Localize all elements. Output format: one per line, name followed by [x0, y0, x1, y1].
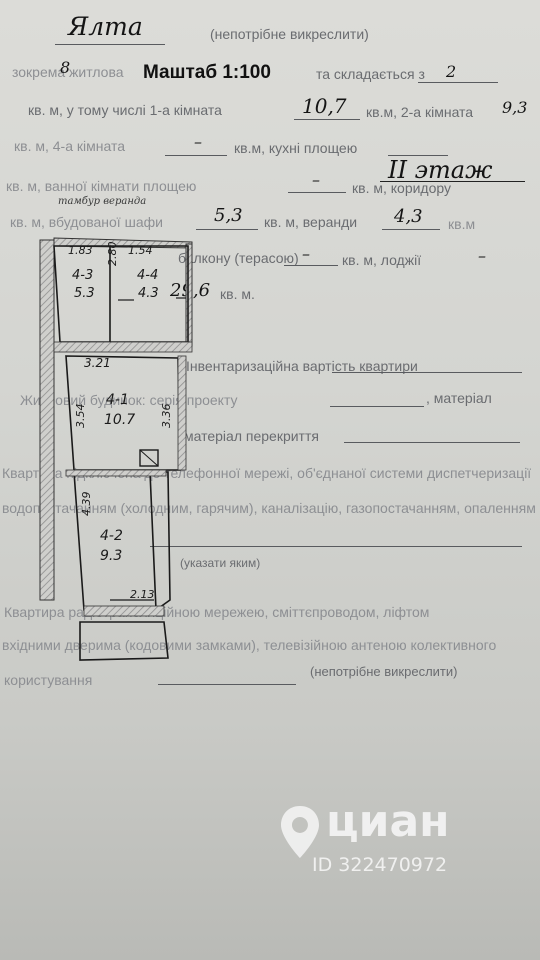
city-handwritten: Ялта [68, 12, 143, 41]
room-4-2-depth: 4.39 [80, 491, 93, 517]
line3-end: 9,3 [502, 98, 528, 117]
room-4-1-width: 3.21 [84, 356, 111, 370]
balcony-outline [79, 621, 169, 661]
outer-wall [39, 239, 55, 601]
line15-text: (указати яким) [180, 556, 261, 570]
line6-prefix: кв. м, вбудованої шафи [10, 214, 163, 230]
room-4-2-width-bottom: 2.13 [130, 588, 155, 601]
line14-text: водопостачанням (холодним, гарячим), кан… [2, 500, 536, 516]
line3-mid: кв.м, 2-а кімната [366, 104, 474, 120]
room-4-1-area: 10.7 [104, 412, 136, 428]
line7-mid: кв. м, лоджії [342, 252, 422, 268]
scale-title: Маштаб 1:100 [143, 62, 271, 83]
dash-mark: – [194, 132, 202, 151]
consists-text: та складається з [316, 66, 425, 82]
line8-unit: кв. м. [220, 286, 255, 302]
line12-text: матеріал перекриття [184, 428, 319, 444]
dash-mark: – [312, 170, 320, 189]
stove-box [139, 449, 159, 467]
room-4-1-id: 4-1 [106, 392, 129, 408]
cian-watermark: циан ID 322470972 [272, 796, 512, 896]
line4-mid: кв.м, кухні площею [234, 140, 358, 156]
room-4-4-area: 4.3 [138, 286, 159, 301]
clause-text: (непотрібне викреслити) [210, 26, 369, 42]
room1-area-handwritten: 10,7 [302, 94, 347, 118]
line5-mid: кв. м, коридору [352, 180, 452, 196]
line5-prefix: кв. м, ванної кімнати площею [6, 178, 197, 194]
line6-mid: кв. м, веранди [264, 214, 358, 230]
line18-end: (непотрібне викреслити) [310, 664, 458, 679]
rooms-count: 2 [446, 62, 457, 81]
room-4-2-area: 9.3 [100, 548, 123, 564]
room-4-1-depth-right: 3.36 [160, 403, 173, 429]
room-4-4-id: 4-4 [137, 268, 159, 283]
line5-note: тамбур веранда [58, 196, 147, 207]
room-4-3-depth: 2.80 [106, 241, 119, 267]
watermark-id: ID 322470972 [312, 854, 448, 876]
line6-end: кв.м [448, 216, 476, 232]
line17-text: вхідними дверима (кодовими замками), тел… [2, 637, 497, 653]
line6-value: 5,3 [214, 205, 243, 226]
line2-value: 8 [60, 58, 71, 77]
dash-mark: – [478, 246, 486, 265]
floor-handwritten: II этаж [388, 156, 493, 184]
location-pin-icon [281, 806, 319, 858]
line7-prefix: балкону (терасою) [178, 250, 299, 266]
line11-end: , матеріал [426, 390, 492, 406]
room-4-2-id: 4-2 [100, 528, 123, 544]
room-4-3-width: 1.83 [68, 244, 93, 257]
line6-value2: 4,3 [394, 206, 423, 227]
dash-mark: – [302, 244, 310, 263]
right-wall-upper [185, 243, 193, 347]
line10-text: Інвентаризаційна вартість квартири [186, 358, 418, 374]
line18-text: користування [4, 672, 93, 688]
line3-prefix: кв. м, у тому числі 1-а кімната [28, 102, 222, 118]
room-4-1-depth-left: 3.54 [74, 403, 87, 429]
room-4-4-width: 1.54 [128, 244, 153, 257]
line13-text: Квартира підключена до телефонної мережі… [2, 465, 532, 481]
watermark-brand: циан [326, 796, 450, 847]
room-4-3-id: 4-3 [72, 268, 94, 283]
room-4-3-area: 5.3 [74, 286, 95, 301]
line2-prefix: зокрема житлова [12, 64, 124, 80]
line4-prefix: кв. м, 4-а кімната [14, 138, 125, 154]
